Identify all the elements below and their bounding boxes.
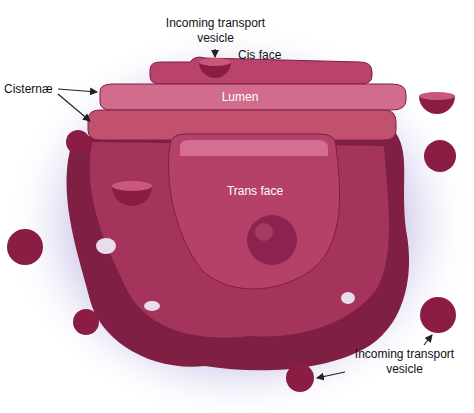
vesicle-dome [112,181,152,206]
leader-line [424,335,432,345]
leader-line [58,89,97,92]
leader-line [317,372,345,378]
vesicle-highlight [255,223,273,241]
part-label: Lumen [198,90,282,105]
vesicle-dome [199,58,231,78]
vesicle [73,309,99,335]
vesicle [7,229,43,265]
vesicle [424,140,456,172]
part-label: Cisternæ [4,82,64,97]
golgi-body-back [67,128,410,370]
fenestration [341,292,355,304]
vesicle [286,364,314,392]
vesicle [420,297,456,333]
fenestration [144,301,160,311]
face-label: Trans face [210,184,300,199]
background-glow [5,15,474,413]
vesicle [66,130,90,154]
vesicle-label: Incoming transport vesicle [163,16,268,46]
leader-line [214,49,215,57]
trans-cisterna [169,134,340,289]
vesicle [247,215,297,265]
face-label: Cis face [238,48,318,63]
leader-line [58,94,90,121]
fenestration [96,238,116,254]
vesicle-dome [419,92,455,114]
vesicle-label: Incoming transport vesicle [352,347,457,377]
cisterna [100,84,406,110]
trans-cisterna-rim [180,140,328,156]
